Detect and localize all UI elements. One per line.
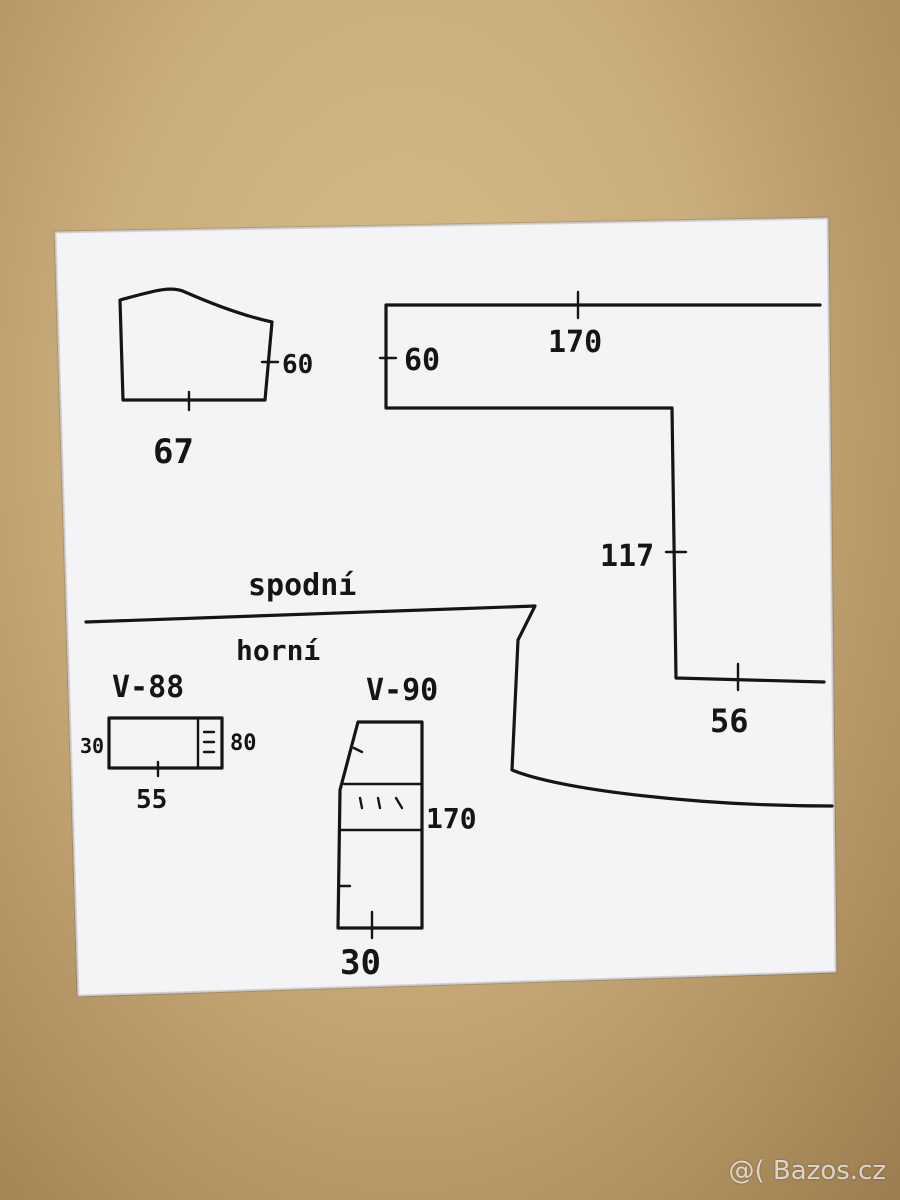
counter-depth: 60 <box>404 343 440 378</box>
label-upper: horní <box>236 634 320 667</box>
counter-side-length: 117 <box>600 539 654 574</box>
unit-v90-drawing: V-90 170 30 <box>336 673 477 983</box>
unit-v88-title: V-88 <box>112 670 184 705</box>
counter-drawing: 170 60 117 56 <box>378 290 826 740</box>
unit-v88-drawing: V-88 30 80 55 <box>80 670 257 815</box>
unit-v90-width: 30 <box>340 943 381 983</box>
label-lower: spodní <box>248 568 356 603</box>
cabinet-small-width: 67 <box>153 432 194 472</box>
paper-shade <box>53 216 838 998</box>
cabinet-small-drawing: 60 67 <box>118 287 313 472</box>
cabinet-small-height: 60 <box>282 350 313 380</box>
unit-v88-width: 55 <box>136 785 167 815</box>
counter-top-length: 170 <box>548 325 602 360</box>
unit-v90-title: V-90 <box>366 673 438 708</box>
watermark: @( Bazos.cz <box>728 1156 887 1186</box>
paper-sheet <box>54 217 837 997</box>
unit-v88-height-left: 30 <box>80 734 104 758</box>
section-divider: spodní horní <box>84 568 834 808</box>
unit-v90-height: 170 <box>426 802 477 835</box>
counter-end-width: 56 <box>710 702 749 740</box>
unit-v88-height-right: 80 <box>230 731 257 756</box>
